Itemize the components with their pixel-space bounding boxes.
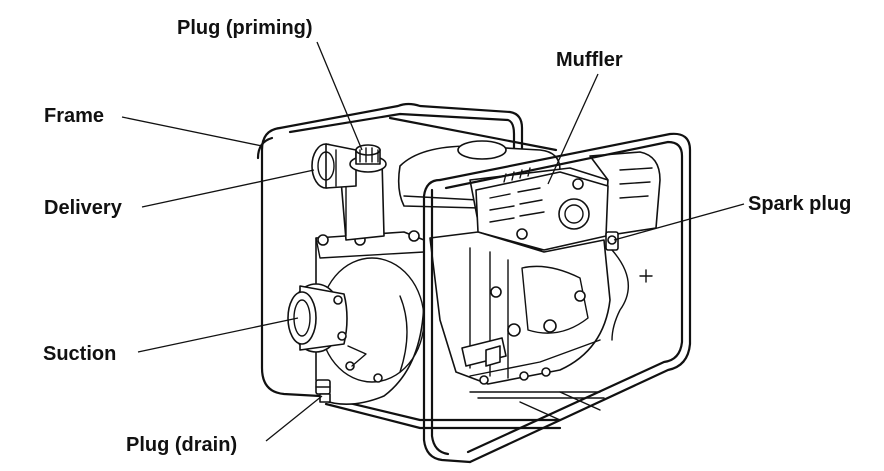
priming-leader xyxy=(316,41,363,151)
spark-plug xyxy=(605,231,653,341)
drain-leader xyxy=(265,395,323,442)
front-frame xyxy=(422,132,692,464)
rear-frame xyxy=(256,102,558,398)
delivery-leader xyxy=(141,169,315,208)
muffler-leader xyxy=(547,73,599,185)
frame-label: Frame xyxy=(44,105,105,127)
priming-plug xyxy=(349,144,387,173)
plug-drain-label: Plug (drain) xyxy=(126,434,238,456)
delivery-label: Delivery xyxy=(44,197,122,219)
suction-port xyxy=(287,283,348,353)
plug-priming-label: Plug (priming) xyxy=(177,17,313,39)
spark-plug-leader xyxy=(613,203,745,241)
delivery-outlet xyxy=(311,143,385,241)
muffler-guard xyxy=(475,167,609,251)
engine-block xyxy=(429,231,611,385)
suction-label: Suction xyxy=(43,343,117,365)
drain-plug xyxy=(315,379,331,403)
leader-lines xyxy=(121,41,745,442)
muffler-label: Muffler xyxy=(556,49,623,71)
spark-plug-label: Spark plug xyxy=(748,193,852,215)
frame-leader xyxy=(121,116,263,147)
suction-leader xyxy=(137,317,299,353)
